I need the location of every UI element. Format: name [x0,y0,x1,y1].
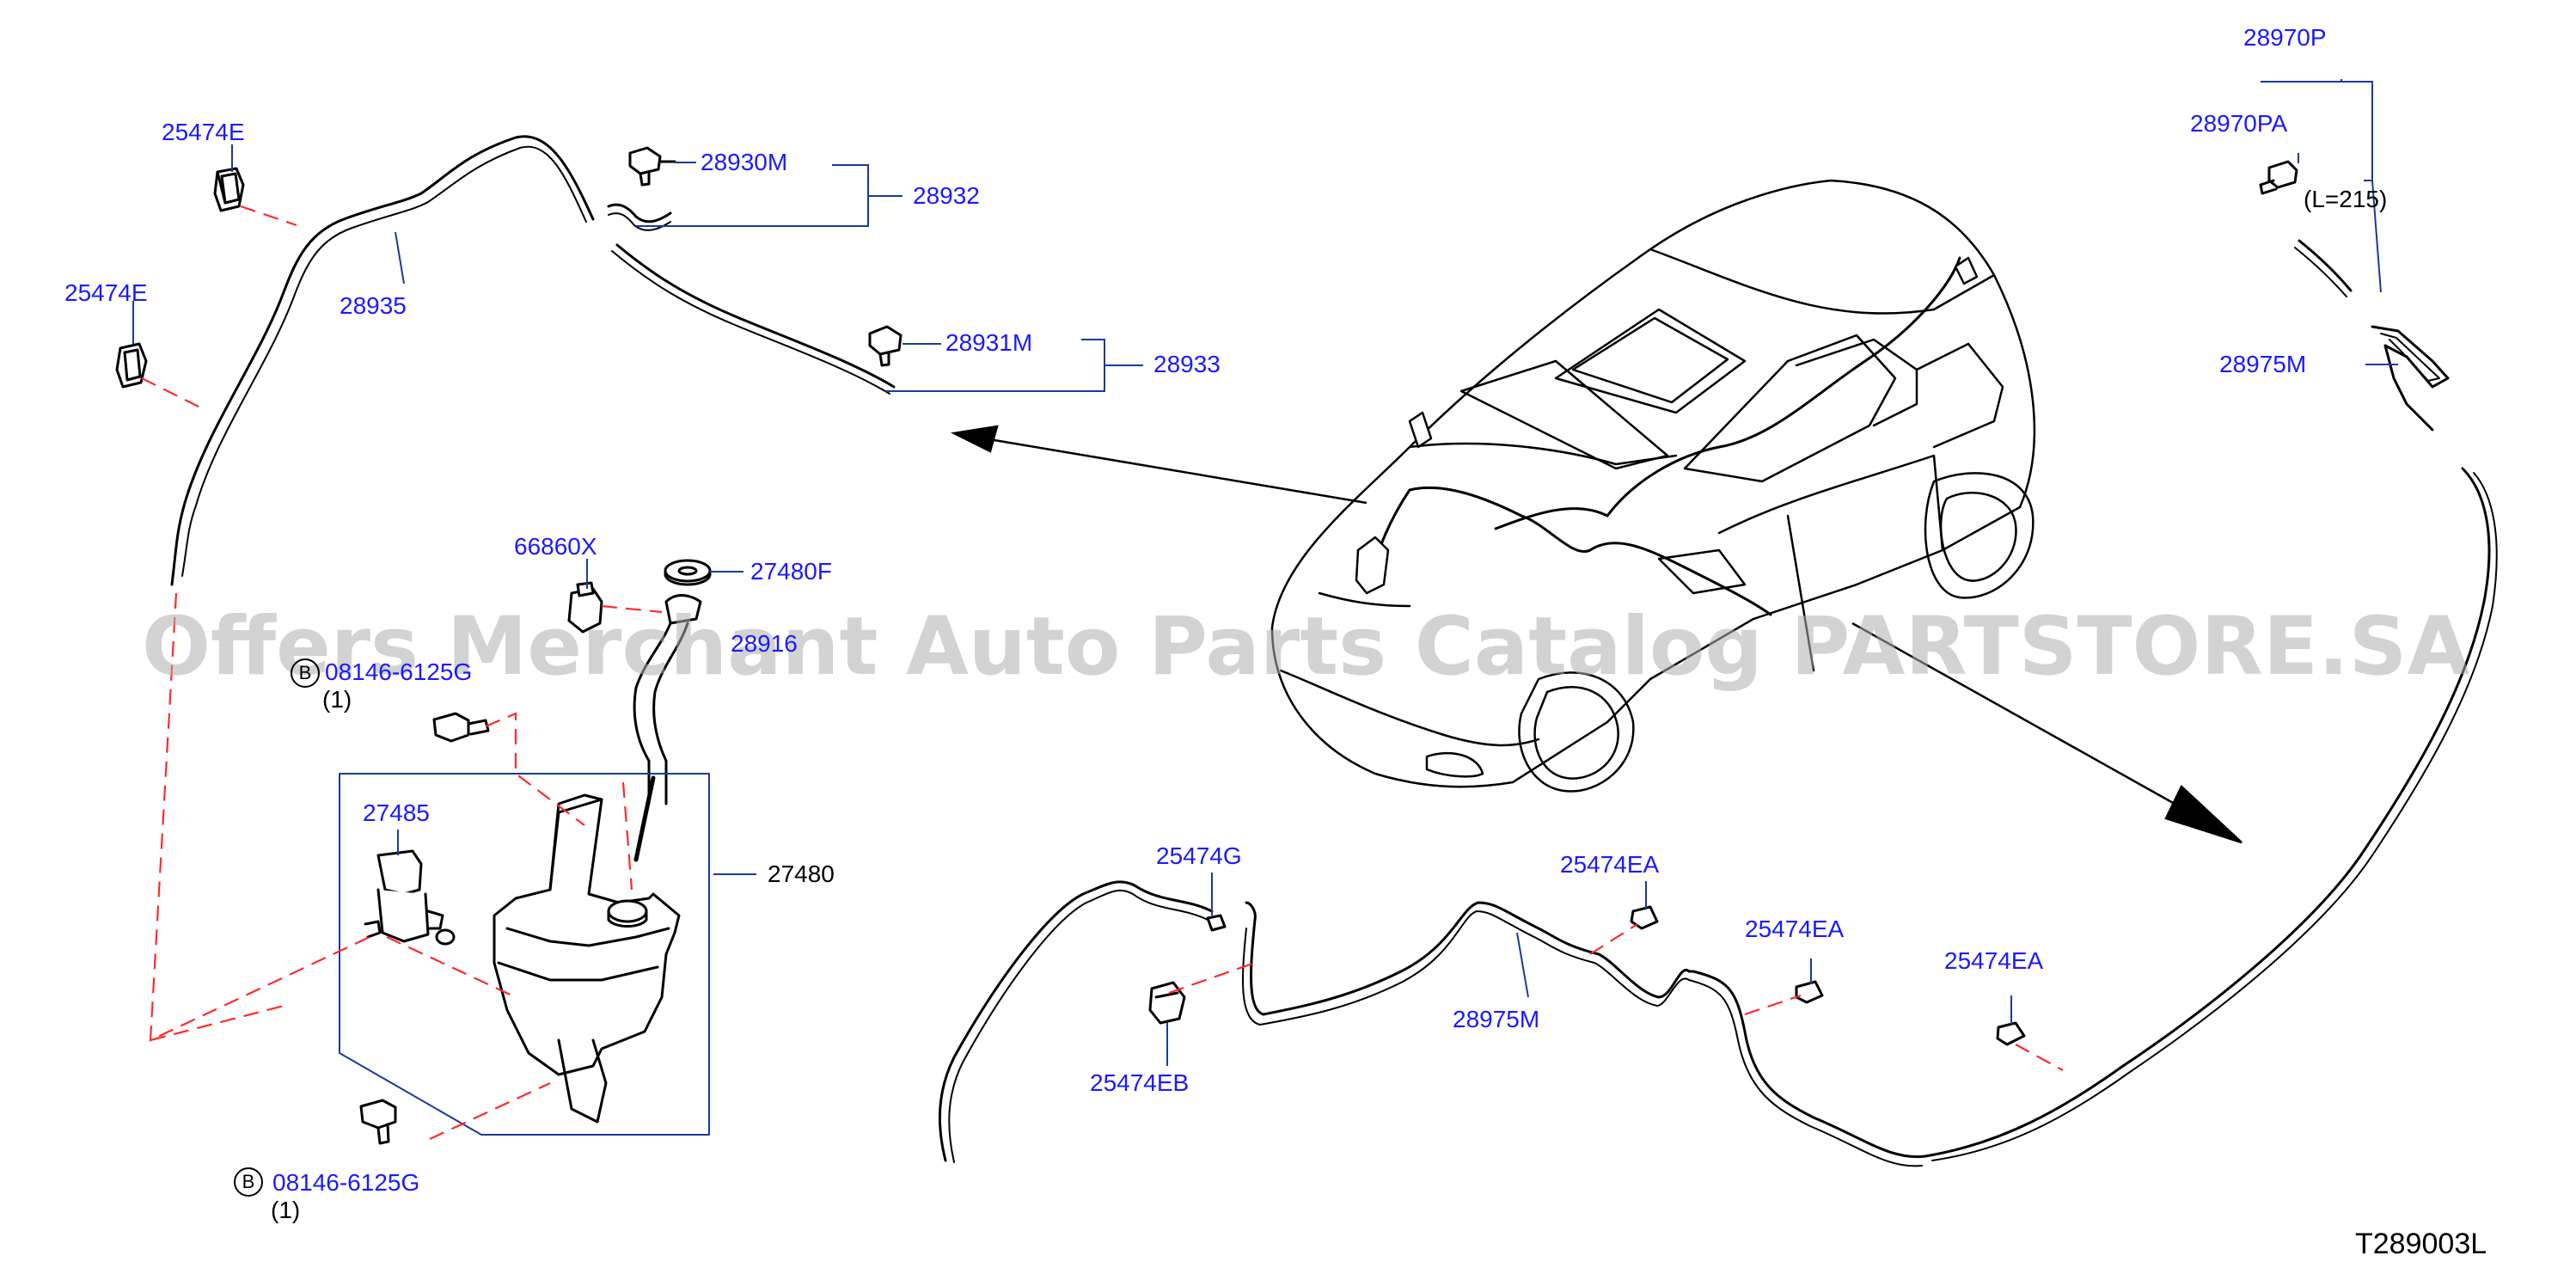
bolt-08146-top [432,712,490,743]
hose-28975m-right [1924,467,2491,1158]
label-28970p: 28970P [2243,24,2327,51]
label-28970pa: 28970PA [2190,110,2288,137]
clip-25474ea-2 [1795,980,1824,1004]
hose-28970p-short [2298,239,2353,292]
arrow-to-rear-hose [1851,622,2243,844]
clip-25474ea-1 [1630,905,1659,930]
clip-25474ea-3 [1996,1021,2026,1046]
label-66860x: 66860X [514,533,597,560]
clip-25474g [1206,914,1227,932]
reference-code: T289003L [2355,1228,2487,1260]
label-28975m-top: 28975M [2219,351,2307,377]
watermark-text: Offers Merchant Auto Parts Catalog PARTS… [142,600,2470,694]
filler-neck-28916 [633,622,672,805]
bolt-08146-bottom [359,1099,397,1145]
label-27480: 27480 [768,860,835,887]
hose-28932 [607,203,672,224]
label-28916: 28916 [731,630,798,657]
label-25474eb: 25474EB [1090,1069,1190,1096]
pump-27485 [364,849,456,946]
grommet-66860x [567,581,603,634]
hose-28935 [170,135,595,586]
check-valve-28970pa [2259,160,2298,195]
bolt-marker-bottom: B [234,1167,263,1197]
bolt-marker-top: B [291,658,320,688]
label-25474ea-2: 25474EA [1745,916,1845,942]
cap-27480f [664,559,712,625]
label-length: (L=215) [2304,186,2388,212]
label-qty-bottom: (1) [271,1197,301,1223]
label-28933: 28933 [1153,351,1221,377]
hose-28975m-bottom [1245,901,1927,1159]
label-25474ea-1: 25474EA [1560,851,1660,878]
label-27485: 27485 [363,799,430,826]
vehicle-washer-hose [1369,256,1961,616]
label-08146-bottom: 08146-6125G [272,1169,420,1196]
label-25474g: 25474G [1156,842,1242,869]
hose-28933 [615,243,896,389]
clip-25474e-left [115,342,148,389]
label-27480f: 27480F [750,558,832,585]
label-28930m: 28930M [701,149,788,175]
label-08146-top: 08146-6125G [325,658,473,685]
label-25474e-left: 25474E [64,279,148,306]
label-qty-top: (1) [322,686,352,713]
label-28931m: 28931M [945,329,1033,356]
nozzle-28930m [628,146,676,187]
arrow-to-front-nozzles [950,425,1368,505]
nozzle-28931m [868,325,903,367]
vehicle-illustration [1270,179,2036,793]
clip-25474e-top [213,167,245,212]
label-25474e-top: 25474E [162,119,245,145]
clip-25474eb [1148,981,1186,1025]
label-28932: 28932 [913,182,980,209]
reservoir-tank-27480 [493,793,681,1124]
label-28935: 28935 [340,292,407,319]
reservoir-bracket-outline [339,773,710,1136]
label-28975m-bottom: 28975M [1453,1006,1540,1032]
label-25474ea-3: 25474EA [1944,947,2044,974]
hose-28975m-left-end [938,880,1214,1162]
